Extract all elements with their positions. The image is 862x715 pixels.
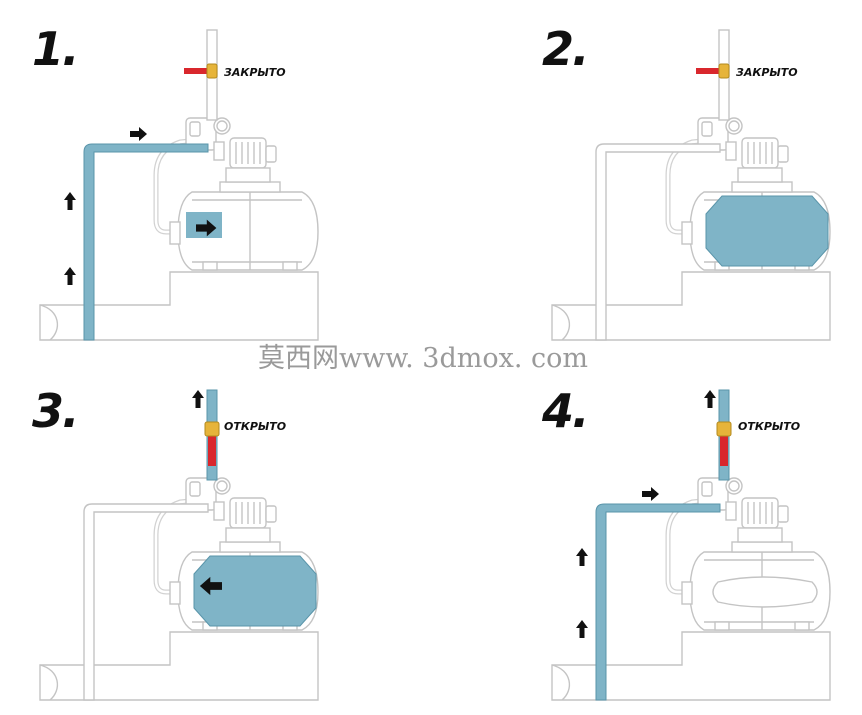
valve-icon [696, 63, 730, 79]
flow-arrow-icon [64, 267, 76, 285]
suction-pipe-water [83, 143, 209, 341]
panel-2 [552, 29, 830, 340]
watermark: 莫西网www. 3dmox. com [258, 343, 588, 374]
flow-arrow-icon [64, 192, 76, 210]
valve-icon [204, 421, 220, 466]
valve-state-label-1: ЗАКРЫТО [224, 66, 286, 79]
valve-icon [716, 421, 732, 466]
flow-arrow-icon [130, 127, 147, 141]
step-number-2: 2. [542, 22, 590, 76]
valve-icon [184, 63, 218, 79]
panel-4 [552, 389, 830, 701]
tank-bladder-empty [712, 576, 818, 608]
flow-arrow-icon [192, 390, 204, 408]
step-number-1: 1. [32, 22, 80, 76]
flow-arrow-icon [576, 620, 588, 638]
panel-3 [40, 389, 318, 700]
step-number-4: 4. [542, 384, 590, 438]
flow-arrow-icon [642, 487, 659, 501]
tank-water-outflow [193, 555, 317, 627]
step-number-3: 3. [32, 384, 80, 438]
valve-state-label-3: ОТКРЫТО [224, 420, 287, 433]
valve-state-label-4: ОТКРЫТО [738, 420, 801, 433]
suction-pipe-water [595, 503, 721, 701]
flow-arrow-icon [704, 390, 716, 408]
flow-arrow-icon [576, 548, 588, 566]
panel-1 [40, 29, 318, 341]
valve-state-label-2: ЗАКРЫТО [736, 66, 798, 79]
tank-water-full [705, 195, 829, 267]
